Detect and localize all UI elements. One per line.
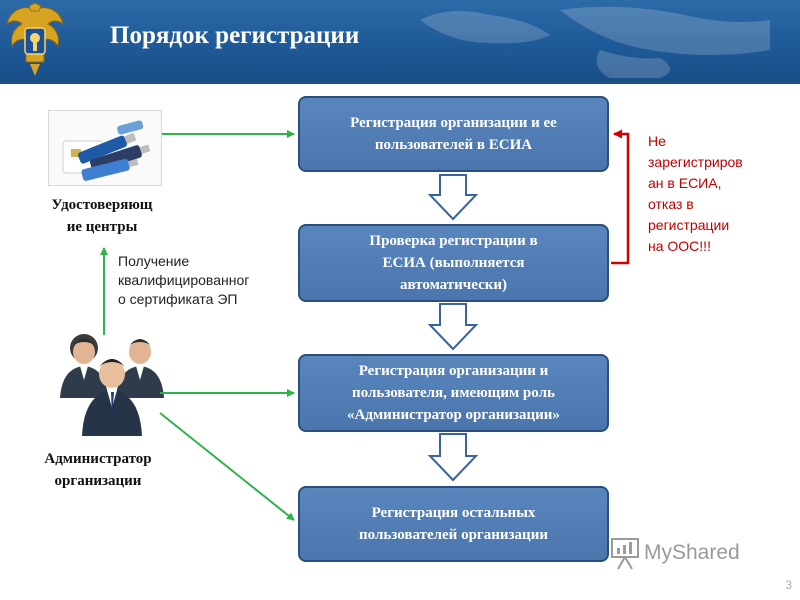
step-register-org-esia: Регистрация организации и ее пользовател…: [298, 96, 609, 172]
header-bar: [0, 0, 800, 80]
watermark-text: MyShared: [644, 541, 740, 564]
step-check-registration: Проверка регистрации в ЕСИА (выполняется…: [298, 224, 609, 302]
page-number: 3: [785, 578, 792, 592]
usb-tokens-icon: [48, 110, 162, 186]
connector-admin-to-step4: [159, 412, 295, 521]
page-title: Порядок регистрации: [110, 22, 360, 49]
down-arrow-icon: [427, 433, 479, 482]
world-map-background: [420, 6, 770, 78]
presentation-icon: [611, 538, 639, 570]
step-register-admin: Регистрация организации и пользователя, …: [298, 354, 609, 432]
header-underline: [0, 80, 800, 84]
step-register-other-users: Регистрация остальных пользователей орга…: [298, 486, 609, 562]
people-icon: [60, 334, 164, 436]
rejection-loop-arrow: [611, 129, 630, 265]
certification-centers-label: Удостоверяющ ие центры: [51, 197, 153, 235]
administrator-label: Администратор организации: [44, 451, 152, 489]
down-arrow-icon: [427, 174, 479, 221]
certificate-note: Получение квалифицированног о сертификат…: [118, 253, 250, 307]
watermark: MyShared: [610, 536, 740, 570]
rejection-note: Не зарегистриров ан в ЕСИА, отказ в реги…: [648, 133, 743, 254]
coat-of-arms-icon: [6, 2, 64, 76]
down-arrow-icon: [427, 303, 479, 351]
